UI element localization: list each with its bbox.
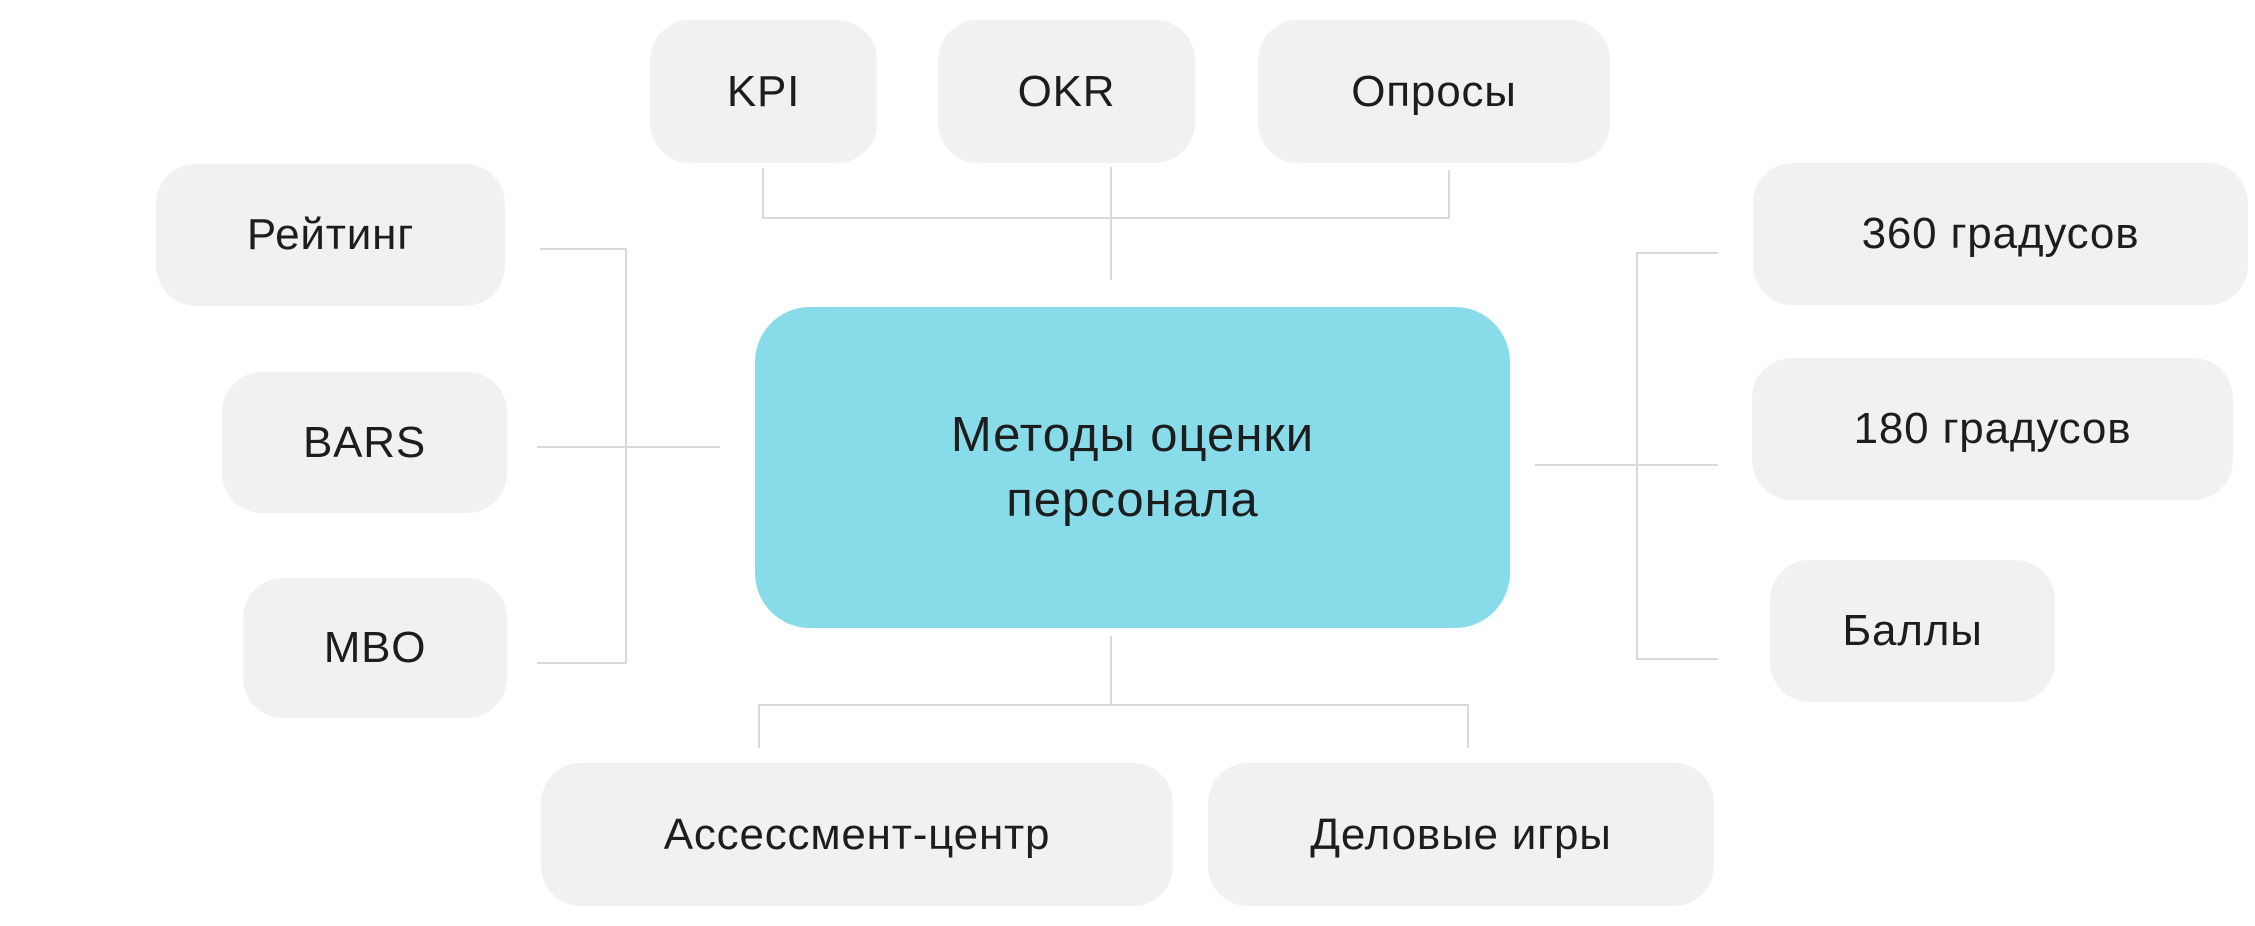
connector-reyting-stub bbox=[540, 248, 627, 250]
node-business-games: Деловые игры bbox=[1208, 763, 1714, 906]
connector-assessment-stub bbox=[758, 704, 760, 748]
node-bars-label: BARS bbox=[302, 417, 427, 467]
node-360-degrees: 360 градусов bbox=[1753, 163, 2248, 305]
node-business-games-label: Деловые игры bbox=[1310, 809, 1612, 859]
node-mbo: MBO bbox=[243, 578, 507, 718]
center-title-line-1: Методы оценки bbox=[950, 407, 1315, 462]
node-180-degrees-label: 180 градусов bbox=[1853, 404, 2132, 453]
node-bally: Баллы bbox=[1770, 560, 2055, 702]
node-kpi-label: KPI bbox=[726, 66, 801, 116]
connector-games-stub bbox=[1467, 704, 1469, 748]
node-okr-label: OKR bbox=[1017, 66, 1116, 116]
node-okr: OKR bbox=[938, 20, 1195, 163]
connector-180-line bbox=[1535, 464, 1718, 466]
node-180-degrees: 180 градусов bbox=[1752, 358, 2233, 500]
connector-bottom-center-stub bbox=[1110, 636, 1112, 706]
node-reyting-label: Рейтинг bbox=[246, 210, 415, 259]
node-bally-label: Баллы bbox=[1842, 606, 1983, 655]
connector-left-vertical bbox=[625, 248, 627, 664]
node-oprosy: Опросы bbox=[1258, 20, 1610, 163]
connector-360-stub bbox=[1636, 252, 1718, 254]
node-assessment-center-label: Ассессмент-центр bbox=[663, 809, 1051, 859]
node-kpi: KPI bbox=[650, 20, 877, 163]
node-reyting: Рейтинг bbox=[156, 164, 505, 306]
center-title-line-2: персонала bbox=[1006, 472, 1259, 527]
node-oprosy-label: Опросы bbox=[1351, 66, 1517, 116]
connector-oprosy-stub bbox=[1448, 170, 1450, 219]
connector-top-center-stub bbox=[1110, 167, 1112, 280]
connector-mbo-stub bbox=[537, 662, 627, 664]
connector-kpi-stub bbox=[762, 168, 764, 219]
node-360-degrees-label: 360 градусов bbox=[1861, 209, 2140, 258]
node-bars: BARS bbox=[222, 372, 507, 513]
connector-bottom-horizontal bbox=[758, 704, 1469, 706]
node-center-personnel-evaluation-methods: Методы оценки персонала bbox=[755, 307, 1510, 628]
connector-top-horizontal bbox=[762, 217, 1450, 219]
connector-bally-stub bbox=[1636, 658, 1718, 660]
node-mbo-label: MBO bbox=[323, 623, 427, 672]
connector-right-vertical bbox=[1636, 252, 1638, 660]
connector-bars-line bbox=[537, 446, 720, 448]
node-assessment-center: Ассессмент-центр bbox=[541, 763, 1173, 906]
